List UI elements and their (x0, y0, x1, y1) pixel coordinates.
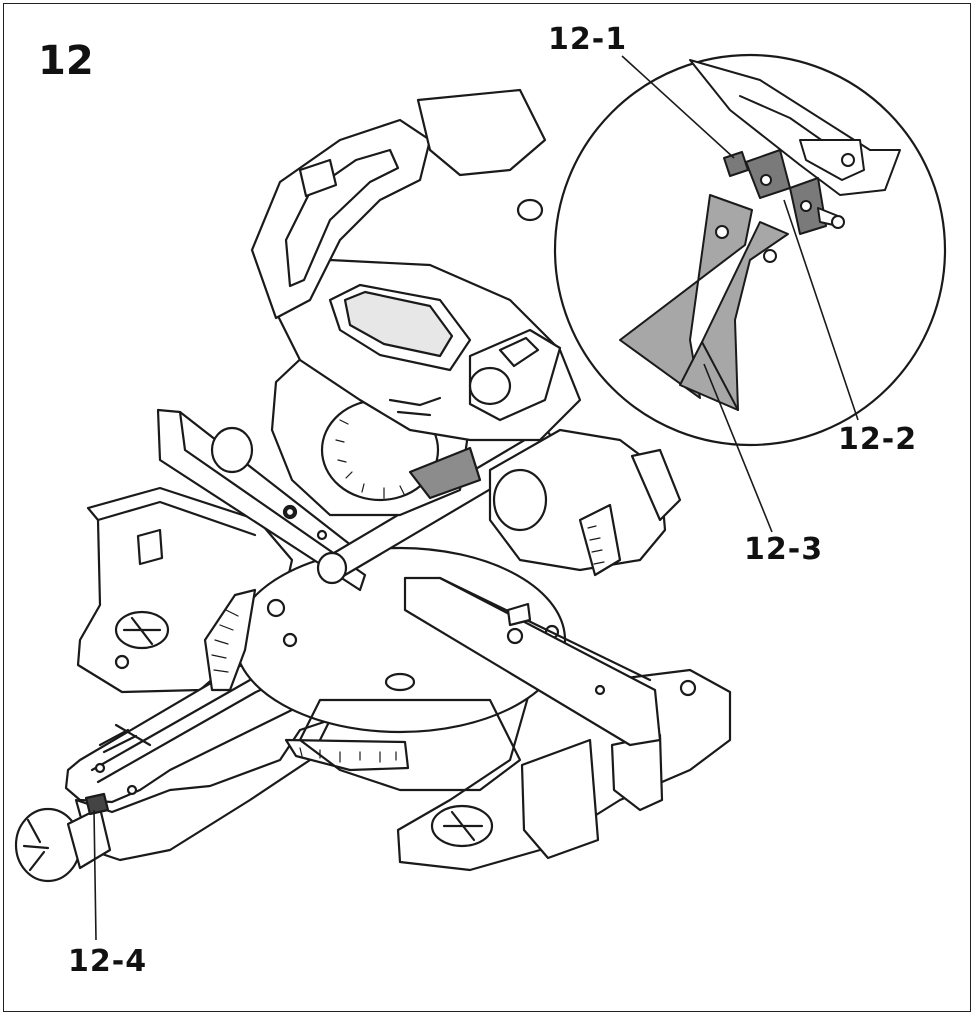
detail-plate-right-hole (763, 249, 777, 263)
turntable-hub (384, 672, 416, 692)
motor-housing (488, 428, 667, 572)
detail-clamp-right-hole (800, 200, 812, 212)
switch-release (498, 336, 540, 368)
detail-screw-1 (723, 151, 749, 177)
saw-head-panel-inner (343, 290, 454, 358)
leader-12-3 (703, 363, 773, 533)
detail-clamp-left-hole (760, 174, 772, 186)
fence-right-top (438, 576, 652, 682)
figure-number: 12 (38, 38, 94, 84)
front-arm-logo (98, 723, 152, 754)
base-left-wing-edge (96, 500, 257, 537)
leader-lines (93, 55, 859, 941)
detail-upper-screw (841, 153, 855, 167)
front-arm-hole-2 (126, 784, 138, 796)
fence-right-hole-small (594, 684, 606, 696)
blade-teeth (335, 419, 405, 499)
detail-view (553, 53, 947, 447)
detail-splinter-fold (701, 341, 739, 411)
callout-12-2: 12-2 (838, 422, 918, 457)
detail-splinter-plate-right (679, 221, 789, 411)
fence-right-notch (506, 602, 532, 627)
detail-plate-left-hole (715, 225, 729, 239)
saw-drawing (14, 88, 732, 883)
bevel-lock-knob (492, 468, 548, 532)
head-vent (388, 396, 442, 417)
bevel-scale-right (578, 503, 622, 577)
turntable-screw-2 (282, 632, 298, 648)
right-mount-hole (679, 679, 697, 697)
leader-12-4 (93, 809, 97, 941)
handle (250, 118, 432, 320)
right-clamp-knob-grip (442, 810, 484, 842)
handle-trigger (298, 158, 338, 198)
slide-rail-end (316, 551, 348, 585)
detail-screw-2-head (831, 215, 845, 229)
fence-right-hole (506, 627, 524, 645)
front-lock-knob (14, 807, 82, 883)
leader-12-2 (783, 199, 859, 421)
handle-upper (416, 88, 547, 177)
base-left-slot (136, 528, 164, 566)
fence-left-hole-2 (316, 529, 328, 541)
bevel-scale-left (203, 588, 257, 692)
callout-12-3: 12-3 (744, 532, 824, 567)
blade-guard-hole (284, 506, 296, 518)
front-lock-knob-detail (22, 818, 50, 872)
turntable-screw-1 (266, 598, 286, 618)
handle-end-cap (516, 198, 544, 222)
bevel-scale-left-ticks (211, 609, 239, 673)
front-arm-hole-1 (94, 762, 106, 774)
miter-scale-front (284, 738, 410, 772)
motor-bracket (630, 448, 682, 522)
detail-splinter-plate-left (619, 194, 753, 399)
left-clamp-knob-grip (122, 616, 162, 646)
bevel-scale-right-ticks (587, 525, 605, 565)
callout-12-1: 12-1 (548, 22, 628, 57)
lower-splinter-guard (408, 446, 482, 500)
rail-lock-knob (210, 426, 254, 474)
right-wing-block (520, 738, 600, 860)
callout-12-4: 12-4 (68, 944, 148, 979)
detail-bracket-top (799, 139, 865, 181)
fence-left-top (178, 410, 372, 562)
leader-12-1 (621, 55, 735, 159)
front-lock-screw (84, 792, 110, 816)
front-skirt (298, 698, 522, 792)
left-mount-hole (114, 654, 130, 670)
switch-knob (468, 366, 512, 406)
